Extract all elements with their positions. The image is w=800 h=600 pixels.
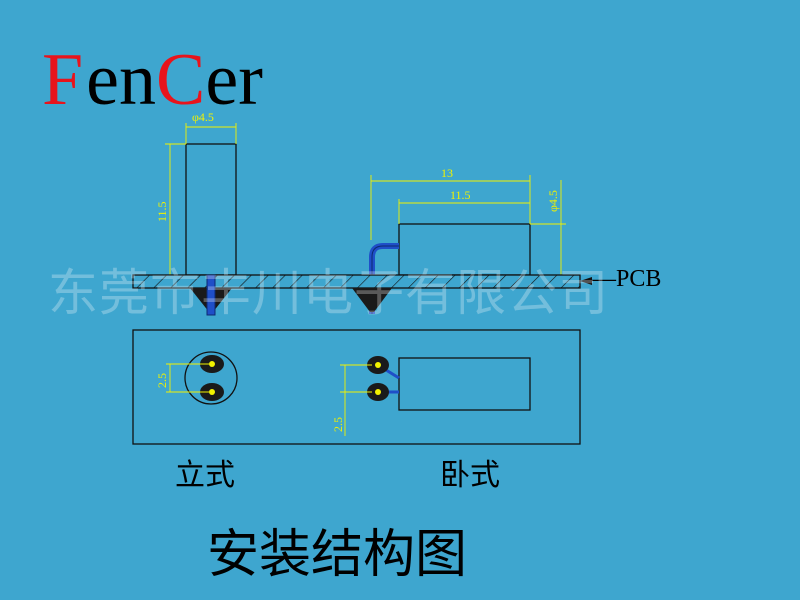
footprint-board xyxy=(132,329,581,445)
logo-letters-en: en xyxy=(86,39,156,121)
logo-letter-f: F xyxy=(42,39,83,121)
pcb-label: —PCB xyxy=(591,266,661,292)
dim-horizontal-total-length: 13 xyxy=(441,166,453,180)
logo-letter-c: C xyxy=(156,39,205,121)
logo-letters-er: er xyxy=(205,39,263,121)
dim-vertical-height: 11.5 xyxy=(155,201,169,222)
vertical-component-side: φ4.5 11.5 xyxy=(155,110,237,276)
vertical-mount-label: 立式 xyxy=(175,458,235,493)
dim-horizontal-body-length: 11.5 xyxy=(450,188,471,202)
vertical-solder-joint xyxy=(190,274,232,316)
company-watermark: 东莞市丰川电子有限公司 xyxy=(48,264,609,322)
horizontal-solder-joint xyxy=(352,288,392,312)
diagram-title: 安装结构图 xyxy=(207,525,467,585)
vertical-footprint: 2.5 xyxy=(155,351,238,405)
dim-horizontal-diameter: φ4.5 xyxy=(546,190,560,212)
horizontal-mount-label: 卧式 xyxy=(440,458,500,493)
dim-vertical-diameter: φ4.5 xyxy=(192,110,214,124)
brand-logo: FenCer xyxy=(42,39,263,121)
horizontal-outline-rect xyxy=(398,357,531,411)
horizontal-footprint: 2.5 xyxy=(331,356,531,436)
horizontal-component-side: 13 11.5 φ4.5 xyxy=(369,166,566,314)
vertical-body xyxy=(185,143,237,276)
pcb-arrow-icon xyxy=(580,277,592,285)
dim-horizontal-pin-pitch: 2.5 xyxy=(331,417,345,432)
dim-vertical-pin-pitch: 2.5 xyxy=(155,373,169,388)
vertical-outline-circle xyxy=(184,351,238,405)
